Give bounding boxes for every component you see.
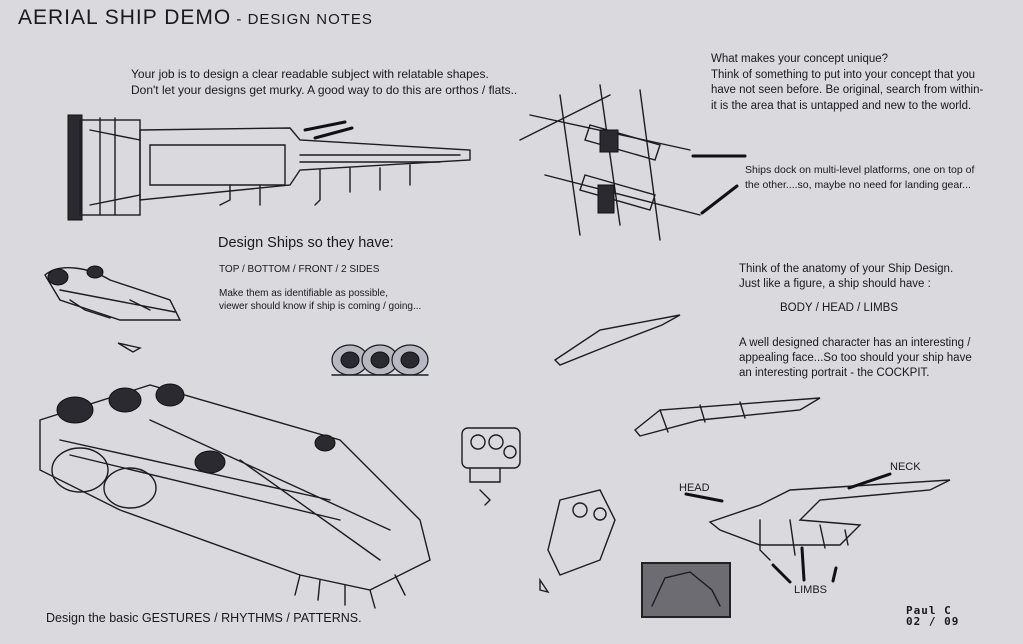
title-main: AERIAL SHIP DEMO bbox=[18, 6, 232, 29]
cockpit-note: A well designed character has an interes… bbox=[739, 337, 972, 379]
side-profile-sketch bbox=[553, 314, 821, 437]
small-ship-sketch-left bbox=[44, 265, 182, 353]
side-view-ship-sketch bbox=[67, 114, 471, 221]
small-front-sketch-center bbox=[461, 427, 616, 594]
perspective-ship-sketch bbox=[39, 383, 431, 609]
views-list: TOP / BOTTOM / FRONT / 2 SIDES bbox=[219, 264, 380, 275]
design-ships-heading: Design Ships so they have: bbox=[218, 235, 394, 251]
anatomy-ship-sketch bbox=[641, 472, 951, 618]
intro-note: Your job is to design a clear readable s… bbox=[131, 67, 518, 97]
neck-label: NECK bbox=[890, 461, 921, 473]
head-label: HEAD bbox=[679, 482, 710, 494]
docking-platform-sketch bbox=[519, 84, 747, 241]
concept-note: What makes your concept unique? Think of… bbox=[711, 53, 984, 112]
body-head-limbs: BODY / HEAD / LIMBS bbox=[780, 302, 899, 314]
identify-note: Make them as identifiable as possible, v… bbox=[219, 288, 422, 312]
gestures-note: Design the basic GESTURES / RHYTHMS / PA… bbox=[46, 611, 362, 625]
front-view-pods-sketch bbox=[331, 344, 429, 376]
limbs-label: LIMBS bbox=[794, 584, 828, 596]
signature-date: 02 / 09 bbox=[906, 615, 960, 628]
docking-note: Ships dock on multi-level platforms, one… bbox=[745, 164, 975, 191]
anatomy-note: Think of the anatomy of your Ship Design… bbox=[739, 263, 954, 290]
signature-name: Paul C bbox=[906, 604, 952, 617]
title-subtitle: - DESIGN NOTES bbox=[231, 11, 373, 28]
page-title: AERIAL SHIP DEMO - DESIGN NOTES bbox=[18, 6, 373, 30]
